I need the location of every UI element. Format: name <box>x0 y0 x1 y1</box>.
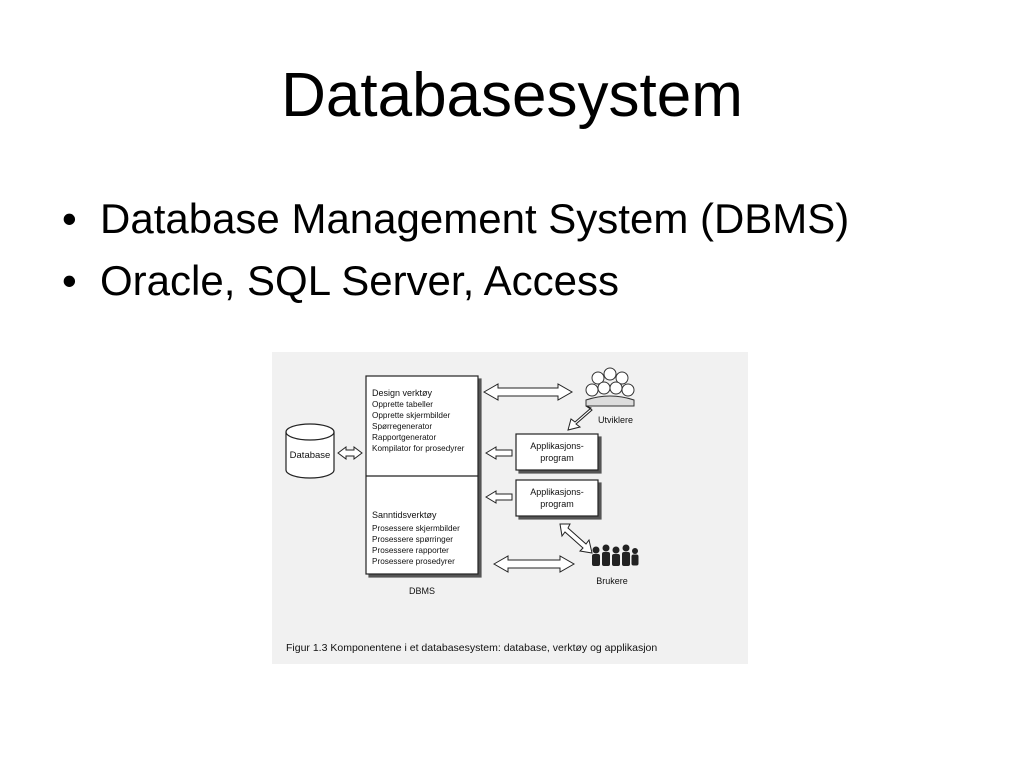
bullet-dot: • <box>62 195 77 242</box>
app-dbms-arrow <box>485 446 513 460</box>
developers-icon <box>585 367 635 407</box>
users-icon <box>592 544 639 566</box>
database-label: Database <box>290 450 331 461</box>
design-tool-item: Kompilator for prosedyrer <box>372 444 465 453</box>
bullet-list: • Database Management System (DBMS) • Orac… <box>62 188 849 312</box>
users-label: Brukere <box>596 576 628 586</box>
design-tool-item: Opprette skjermbilder <box>372 411 451 420</box>
app-program-box: Applikasjons- program <box>515 479 599 517</box>
bullet-text: Oracle, SQL Server, Access <box>100 257 619 304</box>
app-program-box: Applikasjons- program <box>515 433 599 471</box>
runtime-tool-item: Prosessere rapporter <box>372 546 449 555</box>
bullet-item: • Database Management System (DBMS) <box>62 188 849 250</box>
figure-caption: Figur 1.3 Komponentene i et databasesyst… <box>286 642 657 654</box>
database-dbms-arrow <box>337 446 363 460</box>
dbms-users-arrow <box>492 555 576 573</box>
developers-app-arrow <box>567 405 593 431</box>
design-tool-item: Opprette tabeller <box>372 400 433 409</box>
slide-title: Databasesystem <box>281 61 743 130</box>
runtime-tool-item: Prosessere prosedyrer <box>372 557 455 566</box>
runtime-tool-item: Prosessere spørringer <box>372 535 453 544</box>
app-users-arrow <box>559 523 593 554</box>
design-tool-item: Spørregenerator <box>372 422 432 431</box>
app-program-label: Applikasjons- <box>530 441 584 451</box>
dbms-developers-arrow <box>482 383 574 401</box>
bullet-text: Database Management System (DBMS) <box>100 195 850 242</box>
bullet-item: • Oracle, SQL Server, Access <box>62 250 849 312</box>
app-program-label: Applikasjons- <box>530 487 584 497</box>
app-program-label: program <box>540 453 574 463</box>
design-tools-heading: Design verktøy <box>372 388 433 398</box>
design-tool-item: Rapportgenerator <box>372 433 436 442</box>
dbms-diagram: Database Design verktøy Opprette tabelle… <box>285 367 657 654</box>
database-cylinder: Database <box>285 423 335 479</box>
dbms-label: DBMS <box>409 586 435 596</box>
dbms-box: Design verktøy Opprette tabeller Opprett… <box>365 375 479 596</box>
bullet-dot: • <box>62 257 77 304</box>
runtime-tool-item: Prosessere skjermbilder <box>372 524 460 533</box>
dbms-diagram-figure: Database Design verktøy Opprette tabelle… <box>272 352 748 664</box>
runtime-tools-heading: Sanntidsverktøy <box>372 510 437 520</box>
developers-label: Utviklere <box>598 415 633 425</box>
app-program-label: program <box>540 499 574 509</box>
app-dbms-arrow <box>485 490 513 504</box>
